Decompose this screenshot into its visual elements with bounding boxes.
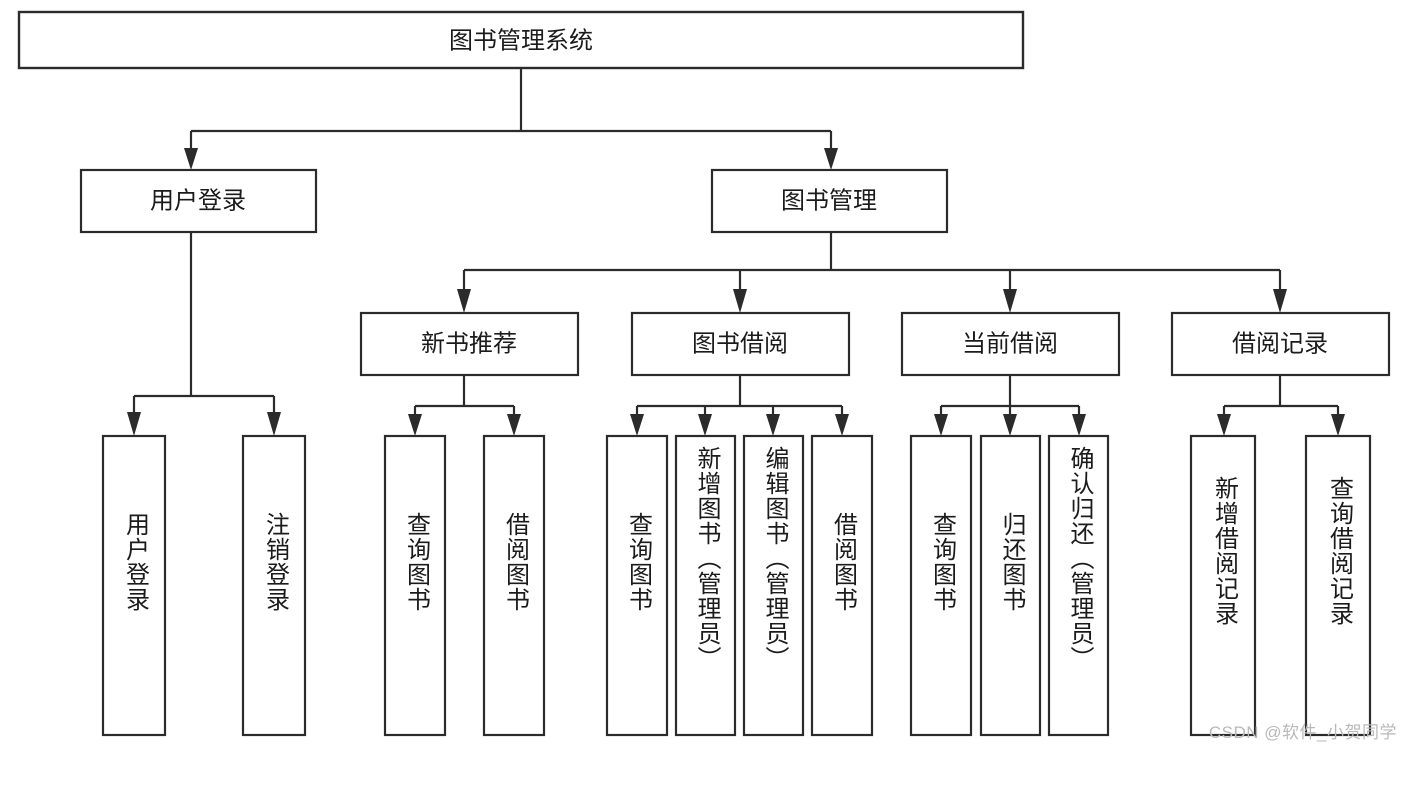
- arrow-query-record: [1331, 414, 1345, 436]
- node-borrow-record-label: 借阅记录: [1232, 330, 1328, 357]
- node-book-borrow-box[interactable]: [630, 311, 851, 377]
- node-book-manage-box[interactable]: [710, 168, 949, 234]
- node-layer: 图书管理系统 用户登录 图书管理 新书推荐 图书借阅 当前: [17, 10, 1391, 737]
- arrow-query-book-2: [630, 414, 644, 436]
- arrow-query-book-3: [934, 414, 948, 436]
- arrow-edit-book: [766, 414, 780, 436]
- leaf-box-query-book-1[interactable]: [383, 434, 447, 737]
- node-user-login-box[interactable]: [79, 168, 318, 234]
- leaf-box-confirm-return[interactable]: [1047, 434, 1110, 737]
- node-book-manage-label: 图书管理: [781, 187, 877, 214]
- node-book-manage[interactable]: 图书管理: [710, 168, 949, 234]
- arrow-user-login: [184, 148, 198, 170]
- arrow-confirm-return: [1072, 414, 1086, 436]
- node-root-box[interactable]: [17, 10, 1025, 70]
- leaf-box-logout-login[interactable]: [241, 434, 307, 737]
- node-root[interactable]: 图书管理系统: [17, 10, 1025, 70]
- leaf-box-add-record[interactable]: [1189, 434, 1257, 737]
- node-borrow-record-box[interactable]: [1170, 311, 1391, 377]
- node-borrow-record[interactable]: 借阅记录: [1170, 311, 1391, 377]
- leaf-box-query-book-3[interactable]: [909, 434, 973, 737]
- node-new-book-rec-label: 新书推荐: [421, 330, 517, 357]
- node-current-borrow-box[interactable]: [900, 311, 1121, 377]
- leaf-box-borrow-book-1[interactable]: [482, 434, 546, 737]
- hierarchy-svg: 图书管理系统 用户登录 图书管理 新书推荐 图书借阅 当前: [17, 10, 1391, 737]
- arrow-current-borrow: [1003, 289, 1017, 313]
- leaf-box-user-login[interactable]: [101, 434, 167, 737]
- leaf-box-add-book[interactable]: [674, 434, 737, 737]
- leaf-box-borrow-book-2[interactable]: [810, 434, 874, 737]
- node-new-book-rec-box[interactable]: [359, 311, 580, 377]
- node-user-login[interactable]: 用户登录: [79, 168, 318, 234]
- arrow-borrow-book-2: [835, 414, 849, 436]
- arrow-add-record: [1217, 414, 1231, 436]
- arrow-new-book-rec: [457, 289, 471, 313]
- edge-layer: [127, 68, 1345, 436]
- node-new-book-rec[interactable]: 新书推荐: [359, 311, 580, 377]
- arrow-book-borrow: [733, 289, 747, 313]
- arrow-leaf-logout: [267, 412, 281, 436]
- arrow-borrow-record: [1273, 289, 1287, 313]
- csdn-watermark: CSDN @软件_小贺同学: [1208, 723, 1397, 742]
- arrow-add-book: [698, 414, 712, 436]
- node-user-login-label: 用户登录: [150, 187, 246, 214]
- arrow-borrow-book-1: [507, 414, 521, 436]
- node-current-borrow-label: 当前借阅: [962, 330, 1058, 357]
- arrow-query-book-1: [408, 414, 422, 436]
- node-current-borrow[interactable]: 当前借阅: [900, 311, 1121, 377]
- leaf-box-query-record[interactable]: [1304, 434, 1372, 737]
- arrow-leaf-user-login: [127, 412, 141, 436]
- arrow-return-book: [1003, 414, 1017, 436]
- arrow-book-manage: [824, 148, 838, 170]
- leaf-box-query-book-2[interactable]: [605, 434, 669, 737]
- leaf-box-edit-book[interactable]: [742, 434, 805, 737]
- node-book-borrow-label: 图书借阅: [692, 330, 788, 357]
- flowchart-canvas: 图书管理系统 用户登录 图书管理 新书推荐 图书借阅 当前: [17, 10, 1397, 742]
- node-book-borrow[interactable]: 图书借阅: [630, 311, 851, 377]
- leaf-box-return-book[interactable]: [979, 434, 1042, 737]
- node-root-label: 图书管理系统: [449, 27, 593, 54]
